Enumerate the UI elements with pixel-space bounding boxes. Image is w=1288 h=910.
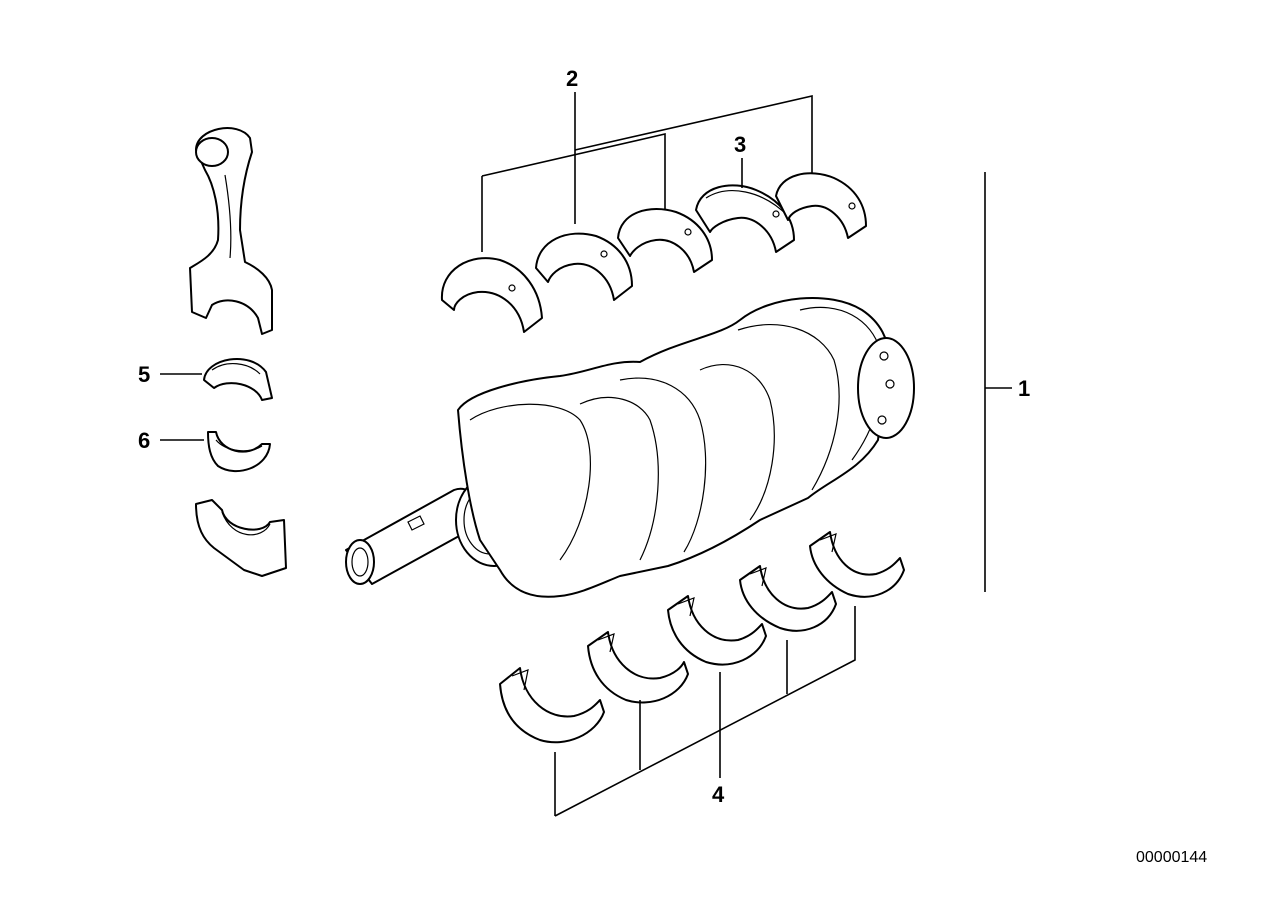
crankshaft-icon <box>345 296 915 598</box>
main-bearing-thrust-shell-icon <box>695 184 795 253</box>
main-bearing-shell-icon <box>499 667 605 744</box>
main-bearing-upper-shells <box>440 172 867 333</box>
main-bearing-shell-icon <box>809 531 905 598</box>
main-bearing-lower-shells <box>499 531 905 744</box>
callout-2: 2 <box>566 66 578 91</box>
callout-6: 6 <box>138 428 150 453</box>
main-bearing-shell-icon <box>739 565 837 632</box>
main-bearing-shell-icon <box>440 257 543 333</box>
rod-bearing-lower-shell-icon <box>207 431 271 472</box>
callout-5: 5 <box>138 362 150 387</box>
main-bearing-shell-icon <box>617 208 713 273</box>
callout-1: 1 <box>1018 376 1030 401</box>
leader-lines <box>160 92 1012 817</box>
main-bearing-shell-icon <box>667 595 767 666</box>
main-bearing-shell-icon <box>535 232 633 301</box>
main-bearing-shell-icon <box>587 631 689 704</box>
callout-4: 4 <box>712 782 725 807</box>
rod-bearing-upper-shell-icon <box>203 357 273 401</box>
connecting-rod-icon <box>189 127 273 335</box>
callout-3: 3 <box>734 132 746 157</box>
bearing-cap-icon <box>195 499 287 577</box>
diagram-reference-number: 00000144 <box>1136 849 1207 866</box>
